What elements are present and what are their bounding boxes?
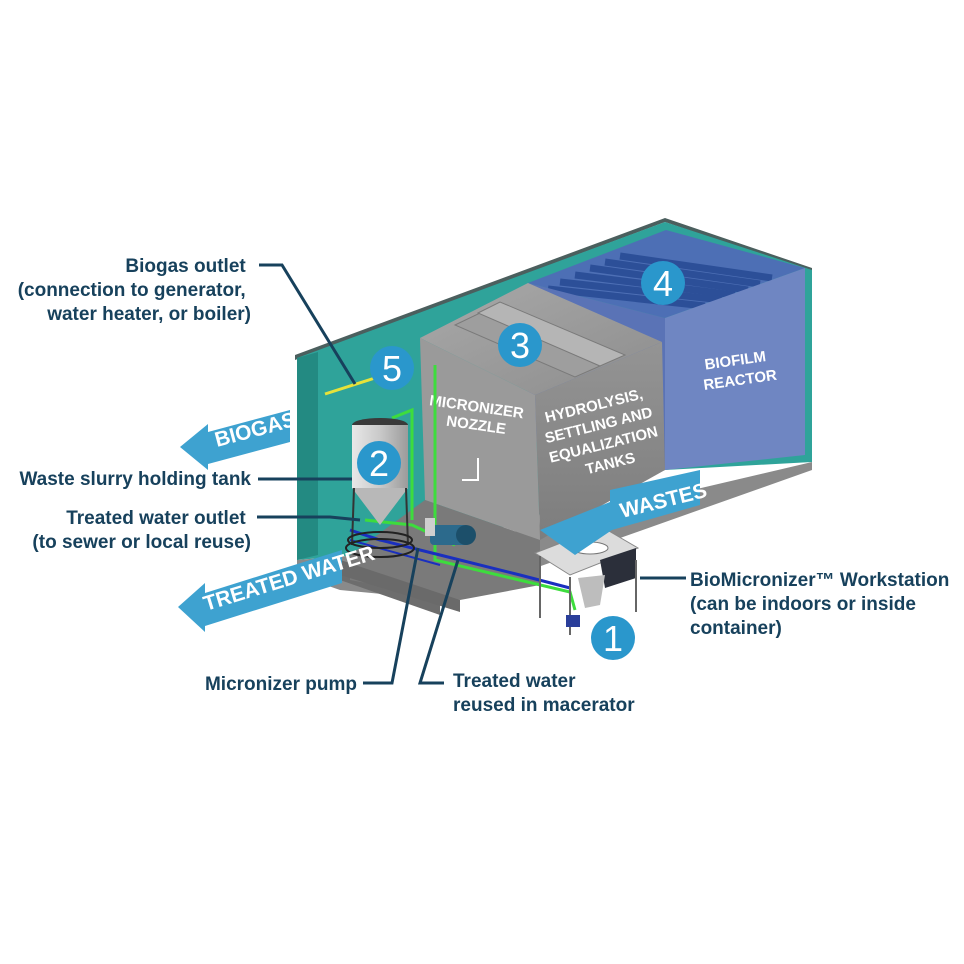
callout-treated-outlet-line-2: (to sewer or local reuse) <box>32 532 251 553</box>
svg-text:2: 2 <box>369 443 389 484</box>
callout-holding-tank: Waste slurry holding tank <box>19 469 251 490</box>
nozzle-arrow <box>462 458 479 481</box>
callout-pump: Micronizer pump <box>205 674 357 695</box>
callout-biogas-outlet-line-3: water heater, or boiler) <box>46 304 251 325</box>
tank-block-front <box>535 342 665 540</box>
hydrolysis-tank-block: MICRONIZER NOZZLE HYDROLYSIS, SETTLING A… <box>340 283 665 612</box>
gas-line <box>324 376 376 396</box>
callout-biogas-outlet: Biogas outlet (connection to generator, … <box>18 256 251 325</box>
svg-text:5: 5 <box>382 348 402 389</box>
callout-workstation: BioMicronizer™ Workstation (can be indoo… <box>690 570 955 639</box>
callout-reused: Treated water reused in macerator <box>453 671 635 716</box>
green-pipe-1 <box>391 407 414 520</box>
leader-treated-outlet <box>257 515 361 522</box>
svg-text:4: 4 <box>653 263 673 304</box>
leader-biogas-outlet <box>259 263 357 385</box>
step-badge-4: 4 <box>641 261 685 305</box>
green-pipe-2 <box>433 365 577 611</box>
callout-reused-line-1: Treated water <box>453 671 576 692</box>
callout-biogas-outlet-line-1: Biogas outlet <box>125 256 246 277</box>
callout-workstation-line-3: container) <box>690 618 782 639</box>
svg-text:1: 1 <box>603 618 623 659</box>
blue-pipe <box>349 528 571 590</box>
pump-icon <box>425 518 476 545</box>
biogas-arrow-shape <box>180 410 290 470</box>
biogas-arrow: BIOGAS <box>180 408 298 470</box>
wastes-arrow-shape <box>540 470 700 555</box>
leader-lines <box>257 263 686 685</box>
callout-workstation-line-2: (can be indoors or inside <box>690 594 916 615</box>
callout-biogas-outlet-line-2: (connection to generator, <box>18 280 246 301</box>
callout-holding-tank-line-1: Waste slurry holding tank <box>19 469 251 490</box>
leader-pump <box>363 547 420 685</box>
step-badge-3: 3 <box>498 323 542 367</box>
step-badge-1: 1 <box>591 616 635 660</box>
callout-treated-outlet-line-1: Treated water outlet <box>66 508 246 529</box>
callout-workstation-line-1: BioMicronizer™ Workstation <box>690 570 949 591</box>
svg-text:BIOFILM REACTOR: BIOFILM REACTOR <box>700 347 778 394</box>
leader-reused <box>417 559 460 685</box>
biofilm-reactor-front <box>665 268 805 470</box>
treated-water-arrow-shape <box>178 550 342 632</box>
callout-pump-line-1: Micronizer pump <box>205 674 357 695</box>
step-badge-5: 5 <box>370 346 414 390</box>
callout-treated-outlet: Treated water outlet (to sewer or local … <box>32 508 251 553</box>
callout-reused-line-2: reused in macerator <box>453 695 635 716</box>
tank-block-side <box>420 338 540 540</box>
svg-text:3: 3 <box>510 325 530 366</box>
step-badge-2: 2 <box>357 441 401 485</box>
